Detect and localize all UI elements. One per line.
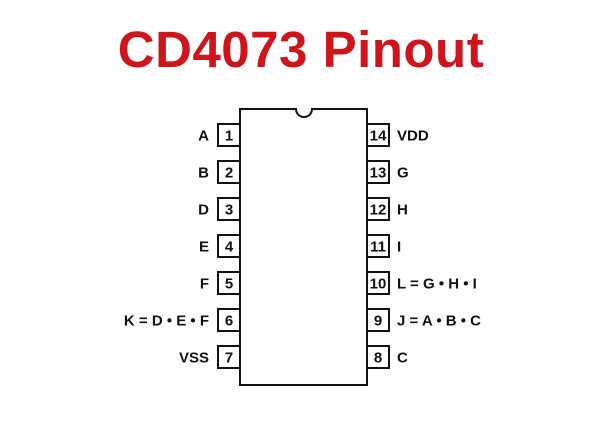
- pin-2: 2B: [198, 160, 241, 184]
- pin-box: [366, 123, 390, 147]
- pin-label: J = A • B • C: [397, 313, 481, 330]
- pin-4: 4E: [199, 234, 241, 258]
- pin-number: 4: [225, 239, 234, 256]
- pin-6: 6 K = D • E • F: [124, 308, 241, 332]
- pin-label: L = G • H • I: [397, 276, 477, 293]
- pin-label: B: [198, 165, 209, 182]
- pin-11: 11 I: [366, 234, 401, 258]
- pin-number: 13: [370, 165, 387, 182]
- pin-1: 1A: [198, 123, 241, 147]
- pin-box: [217, 234, 241, 258]
- pin-number: 11: [370, 239, 386, 256]
- pin-box: [366, 234, 390, 258]
- pin-box: [366, 271, 390, 295]
- pin-box: [217, 345, 241, 369]
- pin-number: 10: [370, 276, 387, 293]
- pin-label: C: [397, 350, 408, 367]
- pin-box: [217, 160, 241, 184]
- pin-box: [217, 271, 241, 295]
- pin-12: 12 H: [366, 197, 408, 221]
- pin-label: D: [198, 202, 209, 219]
- pin-box: [366, 308, 390, 332]
- pin-9: 9 J = A • B • C: [366, 308, 481, 332]
- pin-label: I: [397, 239, 401, 256]
- pin-box: [217, 197, 241, 221]
- pin-box: [366, 197, 390, 221]
- pin-13: 13 G: [366, 160, 409, 184]
- pin-label: E: [199, 239, 209, 256]
- pin-number: 2: [225, 165, 233, 182]
- pin-label: VDD: [397, 128, 429, 145]
- chip-body: [239, 108, 368, 386]
- pin-14: 14 VDD: [366, 123, 429, 147]
- pin-box: [366, 160, 390, 184]
- pin-label: G: [397, 165, 409, 182]
- pin-label: VSS: [179, 350, 209, 367]
- pin-10: 10 L = G • H • I: [366, 271, 477, 295]
- pin-number: 5: [225, 276, 233, 293]
- pin-box: [217, 308, 241, 332]
- pin-number: 12: [370, 202, 387, 219]
- pin-box: [217, 123, 241, 147]
- pin-number: 7: [225, 350, 233, 367]
- pin-5: 5F: [200, 271, 241, 295]
- pin-3: 3D: [198, 197, 241, 221]
- pin-7: 7 VSS: [179, 345, 241, 369]
- pin-number: 8: [374, 350, 382, 367]
- page-title: CD4073 Pinout: [117, 21, 485, 78]
- pin-number: 14: [370, 128, 387, 145]
- pin-label: A: [198, 128, 209, 145]
- pin-box: [366, 345, 390, 369]
- pin-number: 3: [225, 202, 233, 219]
- pin-number: 1: [225, 128, 233, 145]
- pin-label: F: [200, 276, 209, 293]
- pin-number: 6: [225, 313, 233, 330]
- pin-label: H: [397, 202, 408, 219]
- pin-label: K = D • E • F: [124, 313, 209, 330]
- pin-number: 9: [374, 313, 382, 330]
